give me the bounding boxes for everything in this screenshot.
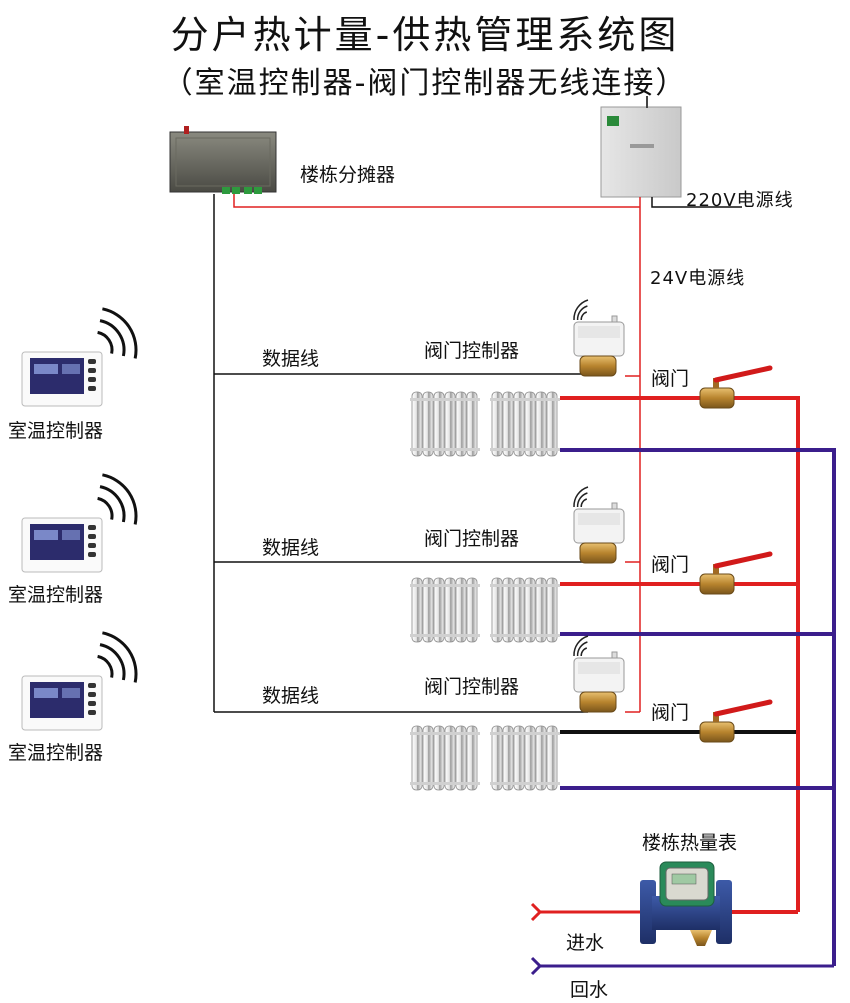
power-220v-label: 220V电源线 <box>686 190 794 211</box>
room-thermostat <box>21 631 138 731</box>
room-thermostat <box>21 307 138 407</box>
heat-meter <box>640 861 732 946</box>
room-thermostats <box>21 307 138 731</box>
valve-controller-label-3: 阀门控制器 <box>424 676 520 698</box>
room-thermostat <box>21 473 138 573</box>
heat-meter-label: 楼栋热量表 <box>642 832 738 854</box>
radiator <box>490 725 560 791</box>
radiator <box>490 391 560 457</box>
power-lines <box>233 194 742 713</box>
room-thermostat-label-2: 室温控制器 <box>8 584 104 606</box>
valve-controller <box>573 299 625 377</box>
valve-label-2: 阀门 <box>651 554 690 576</box>
data-line-label-1: 数据线 <box>262 348 320 370</box>
radiators <box>410 391 560 791</box>
radiator <box>410 391 480 457</box>
return-pipe <box>530 448 836 976</box>
ball-valve <box>699 551 773 595</box>
radiator <box>410 725 480 791</box>
power-cabinet <box>600 96 682 198</box>
building-distributor <box>169 126 277 194</box>
valve-controller-label-2: 阀门控制器 <box>424 528 520 550</box>
supply-pipe <box>530 396 800 922</box>
valve-controller-label-1: 阀门控制器 <box>424 340 520 362</box>
radiator <box>490 577 560 643</box>
valve-controllers <box>573 299 625 713</box>
diagram-title: 分户热计量-供热管理系统图 <box>170 13 680 57</box>
valve-label-1: 阀门 <box>651 368 690 390</box>
valve-controller <box>573 486 625 564</box>
ball-valve <box>699 365 773 409</box>
radiator <box>410 577 480 643</box>
room-thermostat-label-1: 室温控制器 <box>8 420 104 442</box>
data-line-label-3: 数据线 <box>262 685 320 707</box>
ball-valve <box>699 699 773 743</box>
inlet-label: 进水 <box>566 932 605 954</box>
room-thermostat-label-3: 室温控制器 <box>8 742 104 764</box>
power-24v-label: 24V电源线 <box>650 268 746 289</box>
distributor-label: 楼栋分摊器 <box>300 164 396 186</box>
ball-valves <box>699 365 773 743</box>
return-label: 回水 <box>570 979 609 1001</box>
data-lines <box>213 194 588 713</box>
data-line-label-2: 数据线 <box>262 537 320 559</box>
diagram-subtitle: （室温控制器-阀门控制器无线连接） <box>162 66 688 101</box>
valve-label-3: 阀门 <box>651 702 690 724</box>
valve-controller <box>573 635 625 713</box>
